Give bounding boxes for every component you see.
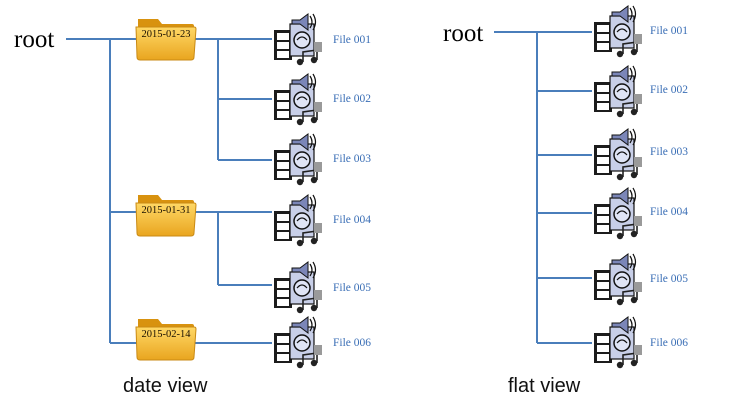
media-file-icon xyxy=(270,193,326,249)
media-file-icon[interactable] xyxy=(270,193,326,249)
media-file-icon xyxy=(270,315,326,371)
folder-label: 2015-02-14 xyxy=(141,329,191,340)
file-label[interactable]: File 003 xyxy=(333,153,372,165)
file-label[interactable]: File 005 xyxy=(650,273,689,285)
media-file-icon[interactable] xyxy=(270,132,326,188)
media-file-icon xyxy=(270,132,326,188)
media-file-icon xyxy=(590,127,646,183)
flat-view-connectors xyxy=(494,31,592,344)
folder-label: 2015-01-31 xyxy=(141,205,191,216)
flat-root-label: root xyxy=(443,20,484,47)
media-file-icon[interactable] xyxy=(590,64,646,120)
file-label[interactable]: File 002 xyxy=(650,84,689,96)
media-file-icon[interactable] xyxy=(270,315,326,371)
media-file-icon xyxy=(590,64,646,120)
file-label[interactable]: File 001 xyxy=(650,25,689,37)
media-file-icon[interactable] xyxy=(590,127,646,183)
date-root-label: root xyxy=(14,26,55,53)
date-view-connectors xyxy=(66,38,272,344)
flat-view-caption: flat view xyxy=(508,375,581,397)
folder-icon[interactable]: 2015-02-14 xyxy=(134,313,198,363)
media-file-icon[interactable] xyxy=(590,252,646,308)
file-label[interactable]: File 006 xyxy=(333,337,372,349)
file-label[interactable]: File 001 xyxy=(333,34,372,46)
date-view-caption: date view xyxy=(123,375,208,397)
media-file-icon xyxy=(590,252,646,308)
file-label[interactable]: File 006 xyxy=(650,337,689,349)
file-label[interactable]: File 005 xyxy=(333,282,372,294)
folder-icon[interactable]: 2015-01-23 xyxy=(134,13,198,63)
media-file-icon xyxy=(590,186,646,242)
file-label[interactable]: File 002 xyxy=(333,93,372,105)
media-file-icon xyxy=(270,260,326,316)
media-file-icon[interactable] xyxy=(590,4,646,60)
file-label[interactable]: File 003 xyxy=(650,146,689,158)
media-file-icon[interactable] xyxy=(590,186,646,242)
folder-label: 2015-01-23 xyxy=(141,29,191,40)
folder-icon[interactable]: 2015-01-31 xyxy=(134,189,198,239)
media-file-icon[interactable] xyxy=(270,260,326,316)
media-file-icon xyxy=(270,12,326,68)
media-file-icon xyxy=(590,4,646,60)
media-file-icon xyxy=(590,315,646,371)
media-file-icon[interactable] xyxy=(270,12,326,68)
media-file-icon[interactable] xyxy=(270,72,326,128)
media-file-icon xyxy=(270,72,326,128)
file-label[interactable]: File 004 xyxy=(650,206,689,218)
media-file-icon[interactable] xyxy=(590,315,646,371)
file-label[interactable]: File 004 xyxy=(333,214,372,226)
